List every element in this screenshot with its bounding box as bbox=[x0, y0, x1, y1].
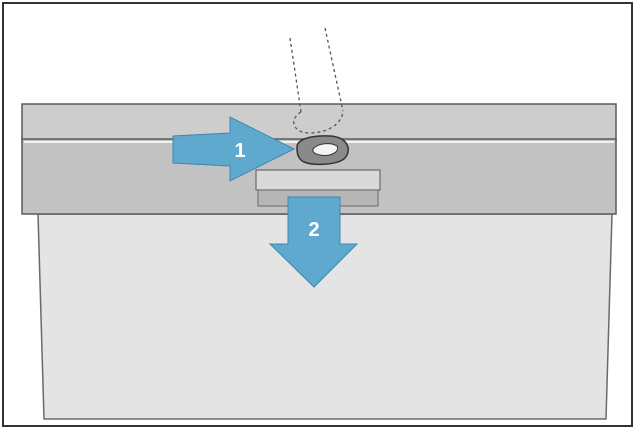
step-2-arrow: 2 bbox=[268, 196, 359, 288]
finger-outline bbox=[289, 27, 344, 134]
door-latch-icon bbox=[296, 135, 349, 166]
arrow-down-icon bbox=[268, 196, 359, 288]
handle-recess bbox=[255, 169, 381, 191]
step-2-label: 2 bbox=[308, 219, 319, 241]
top-panel bbox=[21, 103, 617, 141]
step-1-arrow: 1 bbox=[172, 116, 296, 182]
step-1-label: 1 bbox=[234, 140, 245, 162]
arrow-right-icon bbox=[172, 116, 296, 182]
